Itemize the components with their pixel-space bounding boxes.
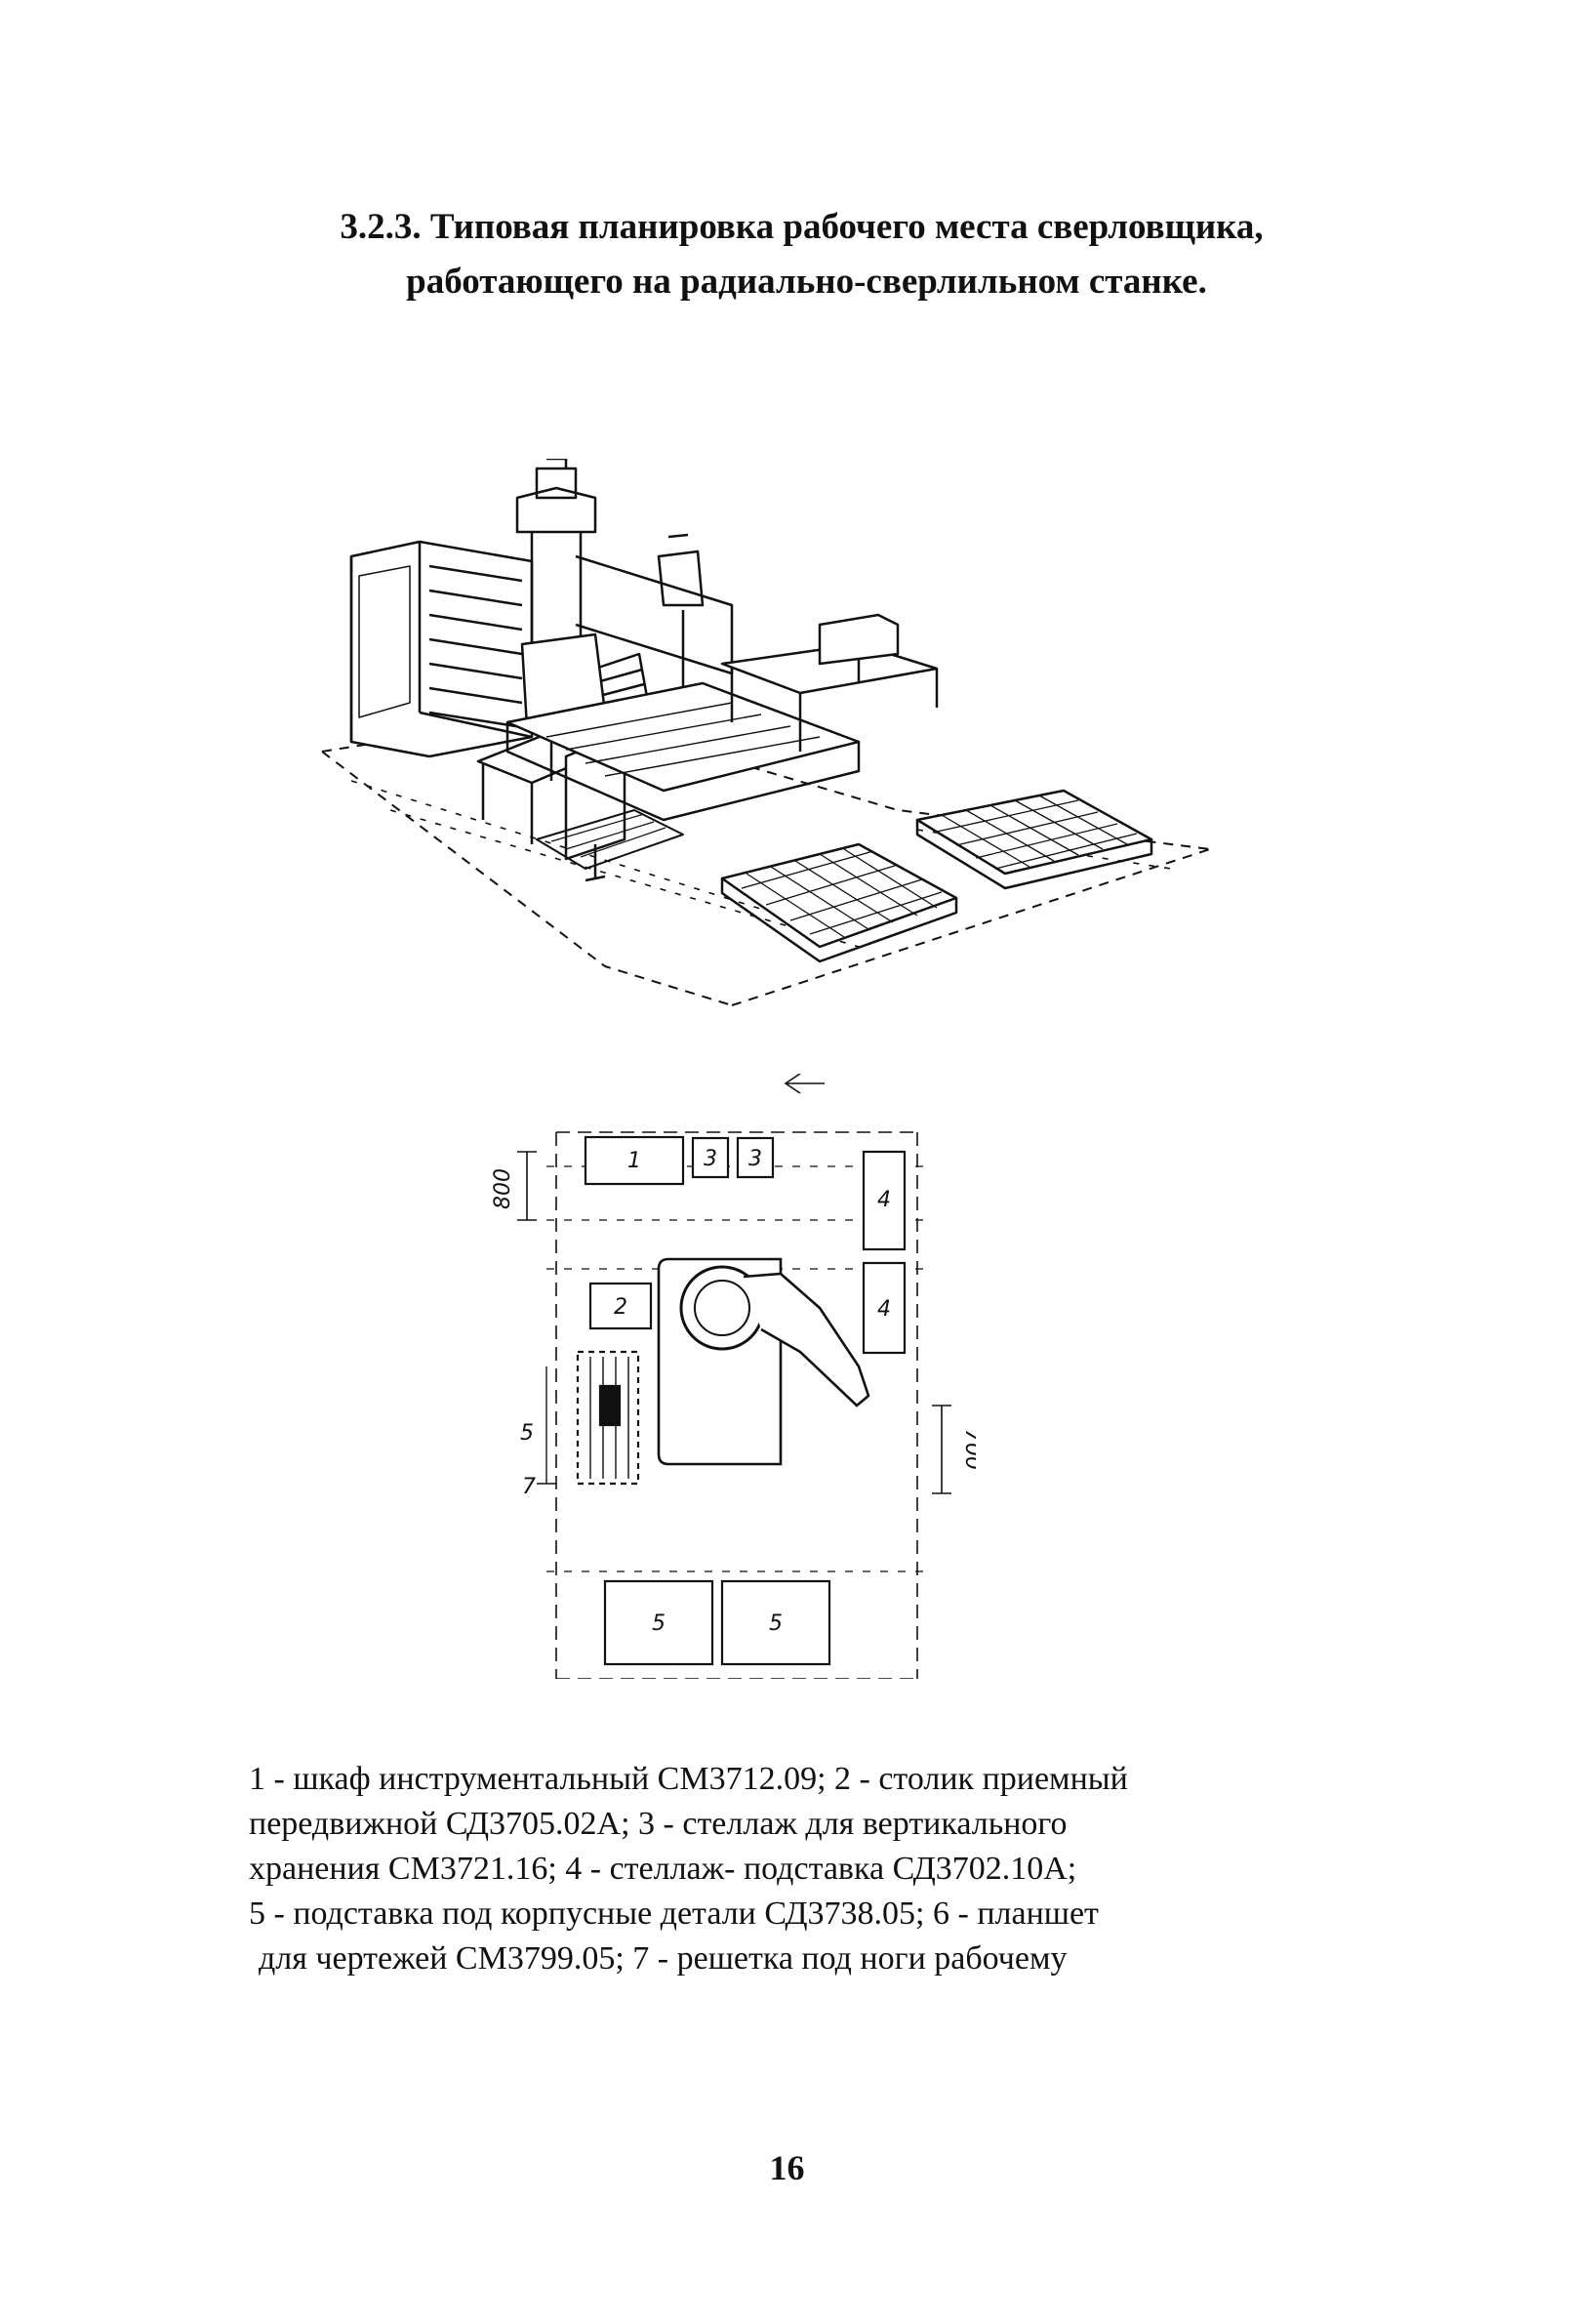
caption-line-1: 1 - шкаф инструментальный СМ3712.09; 2 -… — [249, 1761, 1128, 1797]
tool-cabinet-drawing — [349, 540, 534, 758]
plan-side-label-7: 7 — [522, 1475, 536, 1499]
caption-line-4: 5 - подставка под корпусные детали СД373… — [249, 1896, 1099, 1932]
plan-label-3b: 3 — [748, 1147, 762, 1171]
plan-side-label-5: 5 — [520, 1421, 534, 1446]
plan-label-4b: 4 — [877, 1297, 891, 1322]
caption-line-5: для чертежей СМ3799.05; 7 - решетка под … — [259, 1940, 1068, 1977]
plan-label-2: 2 — [614, 1295, 627, 1320]
figure-caption: 1 - шкаф инструментальный СМ3712.09; 2 -… — [249, 1757, 1371, 1981]
pallet-grid-left — [720, 842, 958, 963]
page-number: 16 — [769, 2148, 805, 2187]
plan-label-5b: 5 — [769, 1611, 783, 1636]
plan-dim-top: 1000 — [783, 1074, 837, 1078]
isometric-workplace-drawing — [321, 459, 1211, 1006]
radial-drill-drawing — [505, 459, 861, 822]
plan-view-drawing: 1000 800 700 1 3 3 2 4 4 5 5 5 7 — [491, 1074, 976, 1679]
heading-line-2: работающего на радиально-сверлильном ста… — [406, 262, 1207, 302]
plan-label-4a: 4 — [877, 1188, 891, 1212]
section-heading: 3.2.3. Типовая планировка рабочего места… — [0, 200, 1574, 309]
plan-dim-right: 700 — [960, 1429, 976, 1470]
caption-line-2: передвижной СД3705.02А; 3 - стеллаж для … — [249, 1806, 1068, 1842]
plan-dim-left: 800 — [491, 1168, 515, 1209]
plan-label-3a: 3 — [704, 1147, 717, 1171]
plan-label-5a: 5 — [652, 1611, 666, 1636]
heading-line-1: 3.2.3. Типовая планировка рабочего места… — [340, 207, 1264, 247]
plan-label-1: 1 — [627, 1149, 641, 1173]
pallet-grid-right — [915, 789, 1153, 890]
caption-line-3: хранения СМ3721.16; 4 - стеллаж- подстав… — [249, 1851, 1077, 1887]
